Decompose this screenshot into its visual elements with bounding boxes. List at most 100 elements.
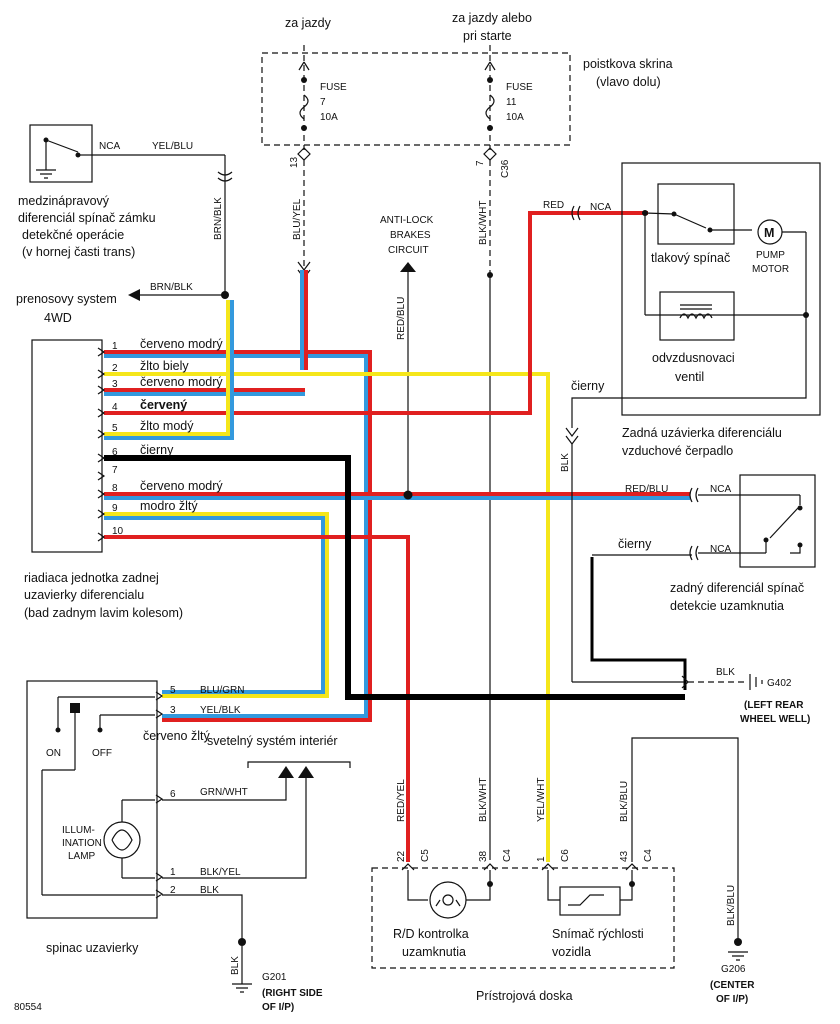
switch-pin-5: 5 [170,685,176,696]
switch-pin-1: 1 [170,867,176,878]
interior-bracket [247,761,351,768]
ecu-pin-number: 5 [112,423,118,434]
ecu-pin-label: žlto biely [140,359,189,373]
drive-start-label-1: za jazdy alebo [452,11,532,25]
ecu-pin-label: červený [140,398,187,412]
ecu-pin-arrow [97,471,106,481]
ecu-pin-label: žlto modý [140,419,194,433]
g206-junction [734,938,742,946]
dash-pin-38: 38 [478,850,489,862]
ecu-label-2: uzavierky diferencialu [24,588,144,602]
ecu-pin-label: červeno modrý [140,479,223,493]
g402-label: G402 [767,678,792,689]
rear-pump-label-2: vzduchové čerpadlo [622,444,733,458]
blk-wht-label-bottom: BLK/WHT [478,778,489,822]
dash-box [371,867,675,969]
dash-label: Prístrojová doska [476,989,573,1003]
ecu-pin-label: čierny [140,443,174,457]
fuse-7-amp: 10A [320,112,338,123]
ecu-pin-number: 2 [112,363,118,374]
ecu-pin-number: 1 [112,341,118,352]
yel-blk-label: YEL/BLK [200,705,241,716]
red-yel-label: RED/YEL [396,779,407,822]
ecu-pin-number: 8 [112,483,118,494]
transfer-arrow [128,289,140,301]
axle-nca: NCA [99,141,120,152]
ecu-pin-label: modro žltý [140,499,198,513]
blu-yel-label: BLU/YEL [292,198,303,240]
ecu-pin-number: 3 [112,379,118,390]
rear-red-blu-label: RED/BLU [625,484,668,495]
lock-lamp-label-1: R/D kontrolka [393,927,469,941]
ecu-colored-wires [104,211,690,862]
interior-arrow-2 [298,766,314,778]
blk-wht-label-top: BLK/WHT [478,201,489,245]
g201-loc-1: (RIGHT SIDE [262,988,323,999]
rear-switch-symbol [698,494,803,554]
rear-blk-connector [689,545,699,561]
g201-label: G201 [262,972,287,983]
fuse-11-conn: C36 [500,159,511,178]
axle-switch-label-2: diferenciál spínač zámku [18,211,156,225]
vent-core [680,304,712,310]
brn-blk-label-v: BRN/BLK [213,197,224,240]
ecu-pin-label: červeno modrý [140,375,223,389]
pump-motor-label-1: PUMP [756,250,785,261]
wire-rear-switch-black [590,557,687,690]
lock-lamp-label-2: uzamknutia [402,945,466,959]
blk-yel-wire [162,778,307,879]
wire-pin4-red [104,211,648,415]
blk-yel-label: BLK/YEL [200,867,241,878]
axle-switch-box [29,124,93,183]
g201-ground-icon [232,983,252,993]
dash-pin-22: 22 [396,850,407,862]
g201-junction [238,938,246,946]
axle-switch-label-4: (v hornej časti trans) [22,245,135,259]
fuse-7-pin: 13 [289,156,300,168]
vent-label-1: odvzdusnovaci [652,351,735,365]
wire-pin5-blue [104,300,234,440]
grn-wht-label: GRN/WHT [200,787,248,798]
abs-label-1: ANTI-LOCK [380,215,434,226]
fuse-11-name: FUSE [506,82,533,93]
g201-loc-2: OF I/P) [262,1002,294,1013]
ecu-pin-number: 10 [112,526,124,537]
g402-ground-icon [749,674,763,690]
ecu-pin-number: 4 [112,402,118,413]
blu-grn-label: BLU/GRN [200,685,244,696]
pressure-switch-symbol [644,211,752,233]
pump-blk-label: BLK [560,453,571,472]
fuse-box [261,52,571,146]
ecu-pin-label: červeno modrý [140,337,223,351]
ecu-label-3: (bad zadnym lavim kolesom) [24,606,183,620]
ecu-pin-arrow [97,408,106,418]
fuse-11-num: 11 [506,97,517,108]
ecu-box [31,339,103,553]
rear-switch-box [739,474,816,568]
ecu-pin-number: 9 [112,503,118,514]
vent-label-2: ventil [675,370,704,384]
switch-pins: 5 3 6 1 2 [155,685,176,899]
ecu-pin-arrow [97,532,106,542]
ecu-pin-arrow [97,489,106,499]
transfer-label-1: prenosovy system [16,292,117,306]
illum-label-2: INATION [62,838,102,849]
rear-switch-label-1: zadný diferenciál spínač [670,581,804,595]
rear-switch-label-2: detekcie uzamknutia [670,599,784,613]
speed-sensor-label-2: vozidla [552,945,591,959]
ecu-pin-arrow [97,369,106,379]
ecu-pin-arrow [97,453,106,463]
dash-conn-c5: C5 [420,849,431,862]
dash-conn-c4b: C4 [643,849,654,862]
switch-on: ON [46,748,61,759]
pump-red-label: RED [543,200,564,211]
wire-pin5-yellow [104,300,230,436]
g402-loc-2: WHEEL WELL) [740,714,810,725]
cierny-pump: čierny [571,379,605,393]
abs-arrow [400,262,416,272]
abs-label-2: BRAKES [390,230,431,241]
cerveno-zlty: červeno žltý [143,729,210,743]
pump-motor-label-2: MOTOR [752,264,789,275]
